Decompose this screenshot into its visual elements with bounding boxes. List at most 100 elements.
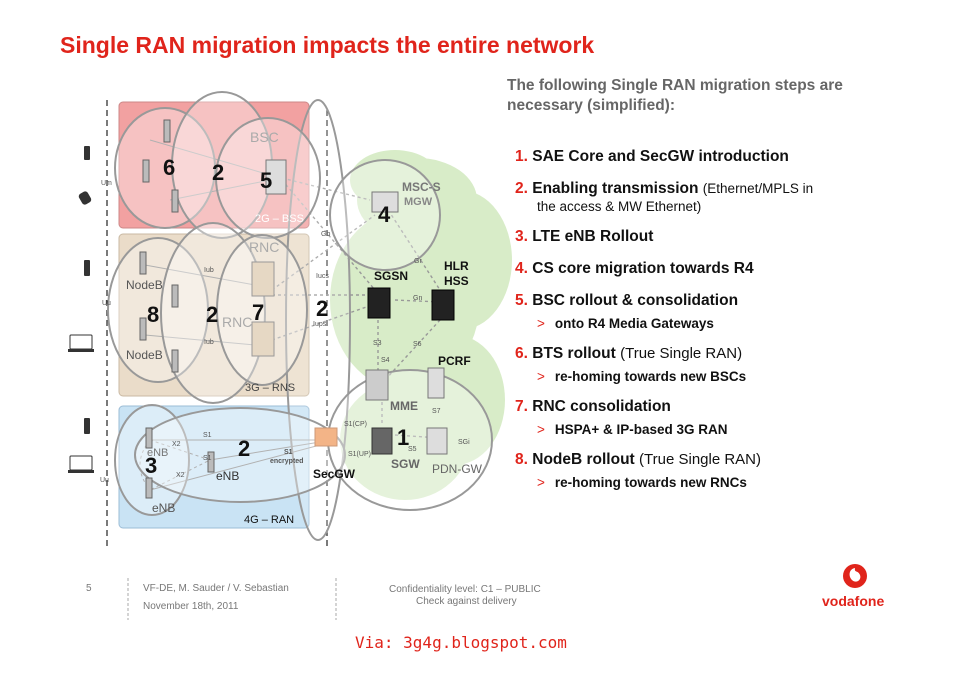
msc-label: MSC-S <box>402 180 441 194</box>
mme-server-icon <box>365 369 389 401</box>
hss-label: HSS <box>444 274 469 288</box>
vodafone-logo <box>843 564 867 588</box>
mme-label: MME <box>390 399 418 413</box>
antenna-icon <box>171 349 179 373</box>
steps-list: 1. SAE Core and SecGW introduction 2. En… <box>515 148 915 490</box>
step-7-detail: >HSPA+ & IP-based 3G RAN <box>537 422 728 437</box>
s1-encrypted-label: S1 <box>284 449 293 456</box>
step-6: 6. BTS rollout (True Single RAN) <box>515 345 743 362</box>
step-marker-1: 1 <box>397 425 409 450</box>
gr-label: Gr <box>414 258 422 265</box>
antenna-icon <box>207 451 215 473</box>
iub-label-2: Iub <box>204 339 214 346</box>
sgi-label: SGi <box>458 439 470 446</box>
rnc-server-icon <box>251 261 275 297</box>
antenna-icon <box>139 317 147 341</box>
step-marker-4: 4 <box>378 202 391 227</box>
bsc-server-icon <box>265 159 287 195</box>
ran-label: 4G – RAN <box>244 514 294 526</box>
step-marker-2: 2 <box>206 302 218 327</box>
hlr-label: HLR <box>444 259 469 273</box>
laptop-base-icon <box>68 349 94 352</box>
nodeb-ellipse <box>107 237 209 383</box>
s6-label: S6 <box>413 341 422 348</box>
step-2: 2. Enabling transmission (Ethernet/MPLS … <box>515 180 814 197</box>
slide-title: Single RAN migration impacts the entire … <box>60 32 595 58</box>
gn-label: Gn <box>413 295 422 302</box>
enb-label-3: eNB <box>152 501 175 515</box>
s7-label: S7 <box>432 408 441 415</box>
antenna-icon <box>145 477 153 499</box>
step-1: 1. SAE Core and SecGW introduction <box>515 148 789 165</box>
s3-label: S3 <box>373 340 382 347</box>
step-marker-6: 6 <box>163 155 175 180</box>
gb-label: Gb <box>321 231 330 238</box>
intro-text: The following Single RAN migration steps… <box>507 77 843 114</box>
laptop-icon <box>69 455 93 471</box>
rnc-ellipse <box>216 234 308 386</box>
uu-label: Uu <box>102 300 111 307</box>
enb-label: eNB <box>147 447 168 459</box>
iucs-label: Iucs <box>316 273 329 280</box>
antenna-icon <box>139 251 147 275</box>
antenna-icon <box>145 427 153 449</box>
vodafone-wordmark: vodafone <box>822 593 885 609</box>
footer-delivery: Check against delivery <box>416 596 517 607</box>
step-3: 3. LTE eNB Rollout <box>515 228 654 245</box>
footer-confidentiality: Confidentiality level: C1 – PUBLIC <box>389 584 541 595</box>
enb-ellipse <box>114 404 190 516</box>
nodeb-label-2: NodeB <box>126 348 163 362</box>
step-marker-3: 3 <box>145 453 157 478</box>
laptop-icon <box>69 334 93 350</box>
antenna-icon <box>171 284 179 308</box>
step-marker-2: 2 <box>212 160 224 185</box>
pcrf-server-icon <box>427 367 445 399</box>
s1up-label: S1(UP) <box>348 451 371 458</box>
enb-label-2: eNB <box>216 469 239 483</box>
x2-label-2: X2 <box>176 472 185 479</box>
phone-icon <box>84 146 90 160</box>
pdngw-label: PDN-GW <box>432 462 483 476</box>
hss-server-icon <box>431 289 455 321</box>
s1-encrypted-label-2: encrypted <box>270 458 303 465</box>
s1cp-label: S1(CP) <box>344 421 367 428</box>
s1-label: S1 <box>203 432 212 439</box>
step-2-continued: the access & MW Ethernet) <box>537 199 702 214</box>
sgsn-label: SGSN <box>374 269 408 283</box>
bss-label: 2G – BSS <box>255 213 304 225</box>
step-marker-5: 5 <box>260 168 272 193</box>
antenna-icon <box>163 119 171 143</box>
sgsn-server-icon <box>367 287 391 319</box>
step-marker-8: 8 <box>147 302 159 327</box>
step-6-detail: >re-homing towards new BSCs <box>537 369 747 384</box>
antenna-icon <box>142 159 150 183</box>
rnc-server-icon <box>251 321 275 357</box>
footer-author: VF-DE, M. Sauder / V. Sebastian <box>143 583 289 594</box>
mgw-label: MGW <box>404 196 433 208</box>
step-5: 5. BSC rollout & consolidation <box>515 292 739 309</box>
step-8: 8. NodeB rollout (True Single RAN) <box>515 451 762 468</box>
phone-icon <box>78 191 92 205</box>
step-7: 7. RNC consolidation <box>515 398 671 415</box>
um-label: Um <box>101 180 112 187</box>
step-marker-2: 2 <box>316 296 328 321</box>
smartphone-icon <box>84 418 90 434</box>
antenna-icon <box>171 189 179 213</box>
sgw-label: SGW <box>391 457 420 471</box>
rns-label: 3G – RNS <box>245 382 295 394</box>
iub-label: Iub <box>204 267 214 274</box>
footer-date: November 18th, 2011 <box>143 601 239 612</box>
footer-page-number: 5 <box>86 583 92 594</box>
rnc-label-2: RNC <box>222 314 252 330</box>
ran-transport-ellipse <box>134 407 346 503</box>
s4-label: S4 <box>381 357 390 364</box>
step-marker-2: 2 <box>238 436 250 461</box>
s5-label: S5 <box>408 446 417 453</box>
step-8-detail: >re-homing towards new RNCs <box>537 475 747 490</box>
sgw-server-icon <box>371 427 393 455</box>
nodeb-label: NodeB <box>126 278 163 292</box>
mgw-server-icon <box>371 191 399 213</box>
step-5-detail: >onto R4 Media Gateways <box>537 316 714 331</box>
pdngw-server-icon <box>426 427 448 455</box>
